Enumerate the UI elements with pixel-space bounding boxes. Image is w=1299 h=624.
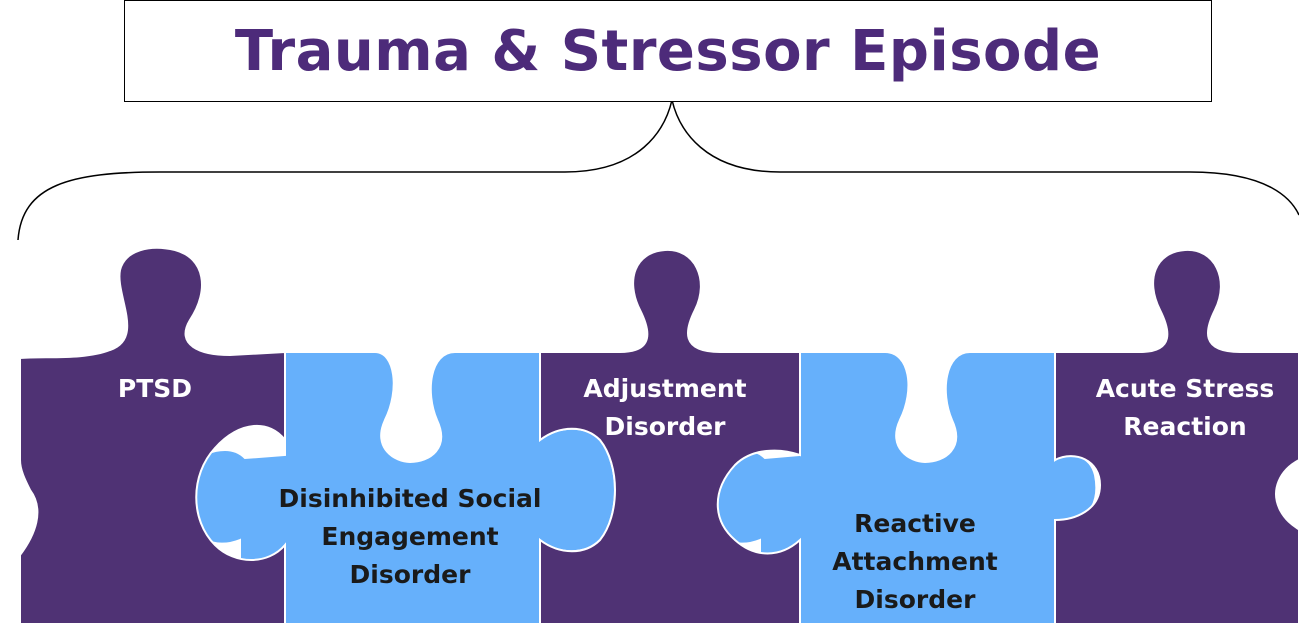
title-box: Trauma & Stressor Episode	[124, 0, 1212, 102]
diagram-title: Trauma & Stressor Episode	[234, 18, 1102, 84]
label-ptsd: PTSD	[117, 374, 193, 403]
puzzle-piece-acute-stress	[1054, 248, 1299, 624]
puzzle-piece-adjustment	[539, 248, 801, 624]
label-acute-stress: Acute Stress Reaction	[1095, 374, 1275, 441]
label-disinhibited: Disinhibited Social Engagement Disorder	[278, 484, 542, 589]
label-adjustment: Adjustment Disorder	[583, 374, 747, 441]
grouping-brace	[17, 99, 1299, 241]
label-reactive: Reactive Attachment Disorder	[832, 509, 998, 614]
puzzle-piece-ptsd	[19, 246, 286, 624]
